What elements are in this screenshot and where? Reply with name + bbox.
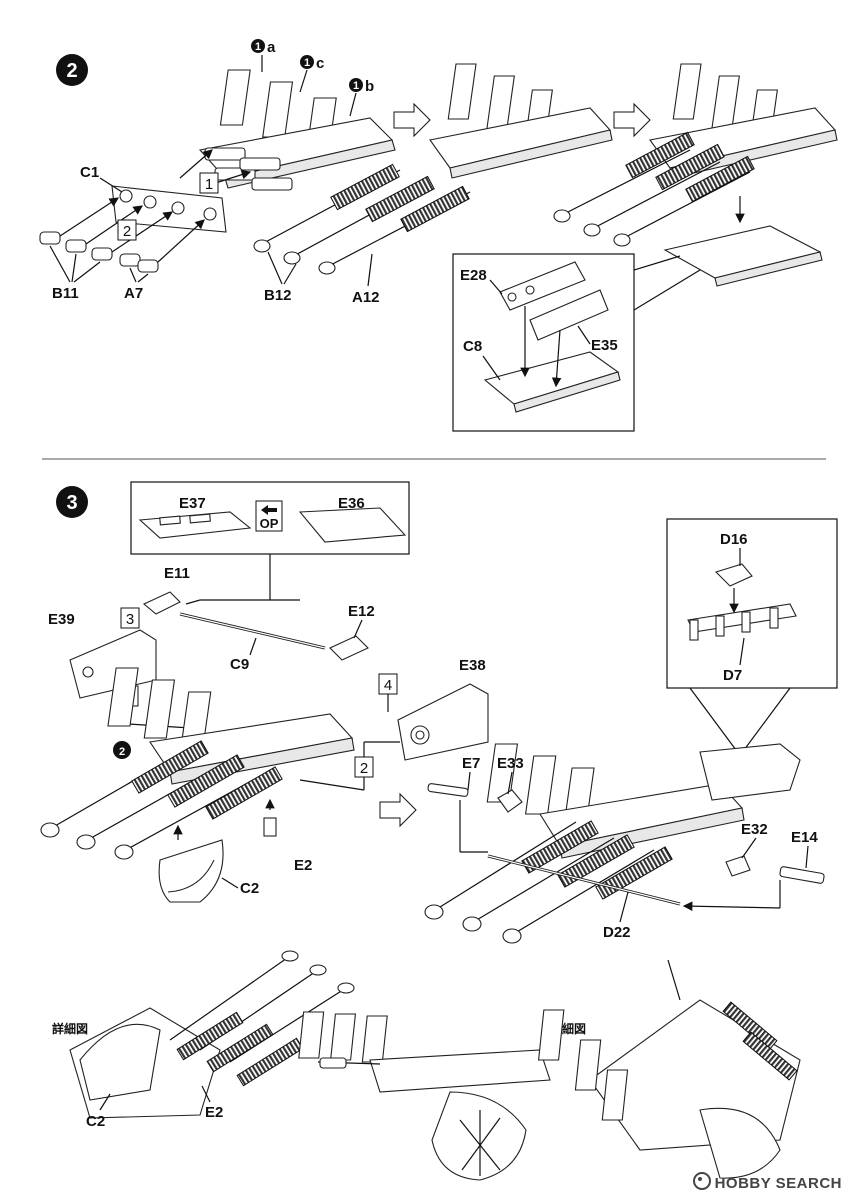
watermark-text: HOBBY SEARCH	[714, 1175, 842, 1192]
part-e32	[725, 855, 751, 877]
ref-step-2-badge: 2	[113, 741, 131, 759]
step-2-detail-inset	[452, 253, 635, 432]
step-3-box-2: 2	[354, 756, 374, 778]
step-3-box-3: 3	[120, 607, 140, 629]
step-3-detail-inset	[666, 518, 838, 689]
svg-text:b: b	[365, 78, 374, 95]
detail-view-left	[69, 950, 355, 1119]
step-3-section: 3 OP E37 E36 E11 E39	[40, 481, 838, 944]
step-3-box-4: 4	[378, 673, 398, 695]
part-e12	[329, 635, 369, 661]
label-e7: E7	[462, 755, 480, 772]
detail-label-c2: C2	[86, 1113, 105, 1130]
label-e39: E39	[48, 611, 75, 628]
part-e11	[142, 591, 181, 615]
svg-text:1: 1	[205, 176, 213, 193]
part-e33	[497, 789, 523, 813]
label-e33: E33	[497, 755, 524, 772]
svg-text:4: 4	[384, 677, 392, 694]
option-parts-box: OP	[130, 481, 410, 555]
detail-view-right	[537, 959, 801, 1179]
label-e35: E35	[591, 337, 618, 354]
label-a7: A7	[124, 285, 143, 302]
label-d22: D22	[603, 924, 631, 941]
label-e11: E11	[164, 565, 190, 582]
svg-text:3: 3	[126, 611, 134, 628]
label-e28: E28	[460, 267, 487, 284]
label-c2: C2	[240, 880, 259, 897]
svg-text:c: c	[316, 55, 324, 72]
part-e7	[427, 783, 469, 797]
gun-drawing-with-barrels	[253, 63, 613, 275]
label-a12: A12	[352, 289, 380, 306]
svg-text:a: a	[267, 39, 276, 56]
part-e2	[263, 817, 277, 837]
svg-text:1: 1	[304, 57, 310, 69]
watermark: HOBBY SEARCH	[692, 1172, 842, 1192]
sub-assembly-1a-badge: 1 a	[251, 39, 276, 56]
step-3-number: 3	[66, 492, 77, 514]
detail-label-left: 詳細図	[52, 1021, 88, 1036]
label-e12: E12	[348, 603, 375, 620]
parts-b11-a7-cylinders	[39, 231, 159, 273]
part-e38	[397, 683, 489, 761]
part-d22-rod	[487, 854, 681, 906]
label-d7: D7	[723, 667, 742, 684]
svg-text:OP: OP	[260, 516, 279, 531]
label-b12: B12	[264, 287, 292, 304]
step-3-badge: 3	[56, 486, 88, 518]
label-c1: C1	[80, 164, 99, 181]
label-e2: E2	[294, 857, 312, 874]
step-2-box-2: 2	[117, 219, 137, 241]
label-c8: C8	[463, 338, 482, 355]
sub-assembly-1c-badge: 1 c	[300, 55, 324, 72]
gun-drawing-assembled	[553, 63, 838, 287]
sub-assembly-1b-badge: 1 b	[349, 78, 374, 95]
part-e14	[779, 866, 825, 884]
label-e14: E14	[791, 829, 818, 846]
svg-text:1: 1	[255, 41, 261, 53]
label-e37: E37	[179, 495, 206, 512]
label-e38: E38	[459, 657, 486, 674]
step-2-box-1: 1	[199, 172, 219, 194]
step-2-number: 2	[66, 60, 77, 82]
bottom-detail-views: 詳細図 C2 E2	[52, 950, 801, 1181]
process-arrow-3	[379, 792, 417, 828]
part-c9-rod	[179, 612, 326, 650]
step-2-section: 2 1 a 1 c 1 b	[39, 39, 838, 432]
svg-text:2: 2	[119, 746, 125, 758]
label-c9: C9	[230, 656, 249, 673]
svg-text:2: 2	[123, 223, 131, 240]
detail-label-e2: E2	[205, 1104, 223, 1121]
option-icon: OP	[255, 500, 283, 532]
label-e32: E32	[741, 821, 768, 838]
label-b11: B11	[52, 285, 79, 302]
svg-text:1: 1	[353, 80, 359, 92]
label-d16: D16	[720, 531, 748, 548]
part-c2-quadrant	[158, 839, 224, 903]
detail-view-center	[298, 1011, 551, 1181]
gun-final-assembly	[424, 743, 801, 944]
process-arrow-1	[393, 102, 431, 138]
process-arrow-2	[613, 102, 651, 138]
gun-main-assembly	[40, 667, 355, 860]
label-e36: E36	[338, 495, 365, 512]
step-2-badge: 2	[56, 54, 88, 86]
hobby-search-logo-icon	[692, 1172, 711, 1190]
svg-text:2: 2	[360, 760, 368, 777]
